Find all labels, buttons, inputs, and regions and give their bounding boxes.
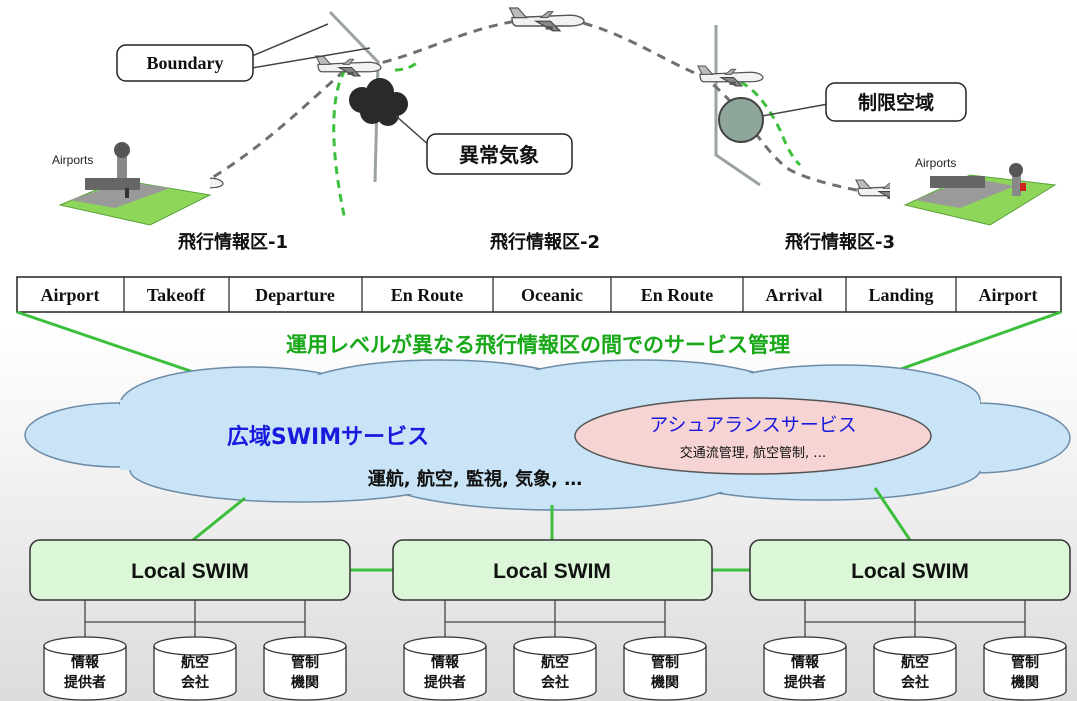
atc-authority-db: 管制 機関 — [623, 636, 707, 701]
fir-label-1: 飛行情報区-1 — [178, 231, 288, 253]
restricted-pointer — [761, 103, 829, 117]
db-label-line1: 航空 — [901, 655, 929, 671]
fir-label-2: 飛行情報区-2 — [490, 231, 600, 253]
db-label-line1: 管制 — [1011, 655, 1039, 671]
db-label-line2: 提供者 — [784, 675, 826, 691]
phase-cell: Takeoff — [147, 285, 206, 305]
phase-cell: Airport — [979, 285, 1038, 305]
weather-deviation-path — [332, 69, 347, 221]
info-provider-db: 情報 提供者 — [43, 636, 127, 701]
fir-boundary-line-1 — [328, 10, 380, 183]
airports-right-label: Airports — [915, 156, 956, 170]
weather-pointer — [395, 115, 431, 147]
nominal-flight-path — [199, 16, 881, 197]
abnormal-weather-callout — [426, 133, 573, 175]
db-label-line2: 提供者 — [64, 675, 106, 691]
info-provider-db: 情報 提供者 — [763, 636, 847, 701]
wide-swim-title: 広域SWIMサービス — [227, 424, 429, 450]
phase-cell: Arrival — [766, 285, 823, 305]
boundary-pointer — [251, 47, 371, 69]
airplane-icon — [508, 7, 585, 32]
flight-phase-table — [16, 276, 1062, 313]
fir-label-3: 飛行情報区-3 — [785, 231, 895, 253]
local-swim-box-3 — [749, 539, 1071, 601]
boundary-callout — [116, 44, 254, 82]
storm-cloud-icon — [349, 78, 408, 126]
airline-db: 航空 会社 — [873, 636, 957, 701]
weather-deviation-path-2 — [394, 58, 422, 72]
assurance-service-ellipse — [574, 397, 932, 475]
db-label-line2: 会社 — [901, 675, 929, 691]
info-provider-db: 情報 提供者 — [403, 636, 487, 701]
db-label-line1: 航空 — [541, 655, 569, 671]
airport-right-illustration — [890, 145, 1057, 226]
db-label-line1: 情報 — [431, 655, 459, 671]
wide-swim-subtitle: 運航, 航空, 監視, 気象, … — [368, 468, 582, 490]
connector-line — [873, 487, 912, 541]
phase-cell: Departure — [255, 285, 335, 305]
assurance-service-title: アシュアランスサービス — [649, 414, 856, 436]
db-label-line2: 会社 — [181, 675, 209, 691]
airports-left-label: Airports — [52, 153, 93, 167]
local-swim-box-2 — [392, 539, 713, 601]
boundary-callout-text: Boundary — [146, 53, 223, 73]
boundary-pointer — [251, 23, 329, 57]
atc-authority-db: 管制 機関 — [263, 636, 347, 701]
db-label-line1: 管制 — [291, 655, 319, 671]
db-label-line2: 機関 — [291, 675, 319, 691]
abnormal-weather-callout-text: 異常気象 — [459, 143, 539, 167]
phase-cell: Landing — [868, 285, 933, 305]
local-swim-box-1 — [29, 539, 351, 601]
airplane-icon — [315, 55, 382, 77]
local-swim-label: Local SWIM — [131, 560, 249, 583]
airplane-icon — [697, 65, 764, 87]
db-label-line2: 機関 — [651, 675, 679, 691]
local-swim-label: Local SWIM — [851, 560, 969, 583]
phase-cell: En Route — [641, 285, 714, 305]
service-management-caption: 運用レベルが異なる飛行情報区の間でのサービス管理 — [286, 333, 790, 357]
phase-cell: En Route — [391, 285, 464, 305]
fir-boundary-line-2 — [714, 25, 761, 187]
phase-cell: Airport — [41, 285, 100, 305]
db-label-line1: 情報 — [791, 655, 819, 671]
restricted-airspace-callout — [825, 82, 967, 122]
db-label-line2: 会社 — [541, 675, 569, 691]
restricted-airspace-icon — [718, 97, 764, 143]
db-label-line1: 情報 — [71, 655, 99, 671]
airline-db: 航空 会社 — [153, 636, 237, 701]
restricted-airspace-callout-text: 制限空域 — [858, 91, 934, 114]
local-swim-label: Local SWIM — [493, 560, 611, 583]
database-connectors — [84, 600, 1026, 640]
airline-db: 航空 会社 — [513, 636, 597, 701]
assurance-service-subtitle: 交通流管理, 航空管制, … — [680, 445, 827, 461]
db-label-line2: 提供者 — [424, 675, 466, 691]
connector-line — [192, 496, 246, 542]
db-label-line2: 機関 — [1011, 675, 1039, 691]
atc-authority-db: 管制 機関 — [983, 636, 1067, 701]
db-label-line1: 管制 — [651, 655, 679, 671]
db-label-line1: 航空 — [181, 655, 209, 671]
airport-left-illustration — [45, 142, 212, 226]
phase-cell: Oceanic — [521, 285, 583, 305]
